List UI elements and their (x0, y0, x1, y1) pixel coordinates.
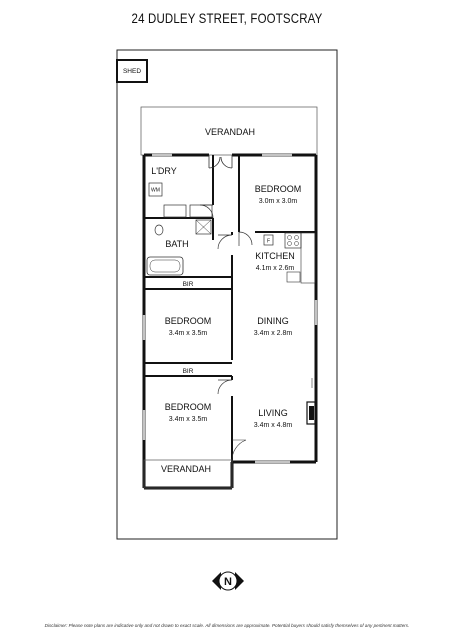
kitchen-sink (286, 271, 301, 283)
bedroom-2-label: BEDROOM (165, 316, 212, 326)
bir-1-label: BIR (183, 281, 194, 288)
kitchen-dims: 4.1m x 2.6m (256, 265, 295, 272)
front-verandah-label: VERANDAH (161, 464, 211, 474)
back-door (208, 155, 233, 169)
page-title: 24 DUDLEY STREET, FOOTSCRAY (131, 10, 323, 26)
front-verandah (143, 459, 233, 489)
windows (142, 153, 318, 464)
laundry-bench (189, 204, 213, 218)
dining-label: DINING (257, 316, 289, 326)
lot-boundary (116, 49, 338, 540)
compass-icon (212, 571, 244, 591)
kitchen-label: KITCHEN (255, 251, 295, 261)
washing-machine (148, 182, 163, 197)
interior-walls (144, 155, 316, 462)
compass-label: N (224, 576, 232, 588)
bath-label: BATH (165, 239, 188, 249)
toilet (154, 224, 164, 236)
bedroom-3-dims: 3.4m x 3.5m (169, 416, 208, 423)
rear-verandah-label: VERANDAH (205, 127, 255, 137)
bir-2-label: BIR (183, 368, 194, 375)
kitchen-bench (300, 232, 316, 284)
rear-verandah (140, 106, 318, 156)
bedroom-2-dims: 3.4m x 3.5m (169, 330, 208, 337)
disclaimer: Disclaimer: Please note plans are indica… (44, 623, 410, 628)
laundry-label: L'DRY (151, 166, 177, 176)
interior-doors (199, 204, 253, 395)
front-door (231, 439, 247, 463)
laundry-trough (163, 204, 187, 218)
fridge (263, 234, 274, 246)
living-dims: 3.4m x 4.8m (254, 422, 293, 429)
fridge-label: F (267, 239, 270, 245)
shed-label: SHED (123, 68, 141, 75)
cooktop (284, 232, 302, 249)
shed (116, 59, 148, 83)
fireplace (306, 401, 316, 425)
bedroom-1-dims: 3.0m x 3.0m (259, 198, 298, 205)
living-label: LIVING (258, 408, 288, 418)
bedroom-3-label: BEDROOM (165, 402, 212, 412)
bathtub (146, 256, 184, 276)
dining-dims: 3.4m x 2.8m (254, 330, 293, 337)
washing-machine-label: WM (151, 188, 160, 194)
shower (195, 219, 212, 235)
bedroom-1-label: BEDROOM (255, 184, 302, 194)
